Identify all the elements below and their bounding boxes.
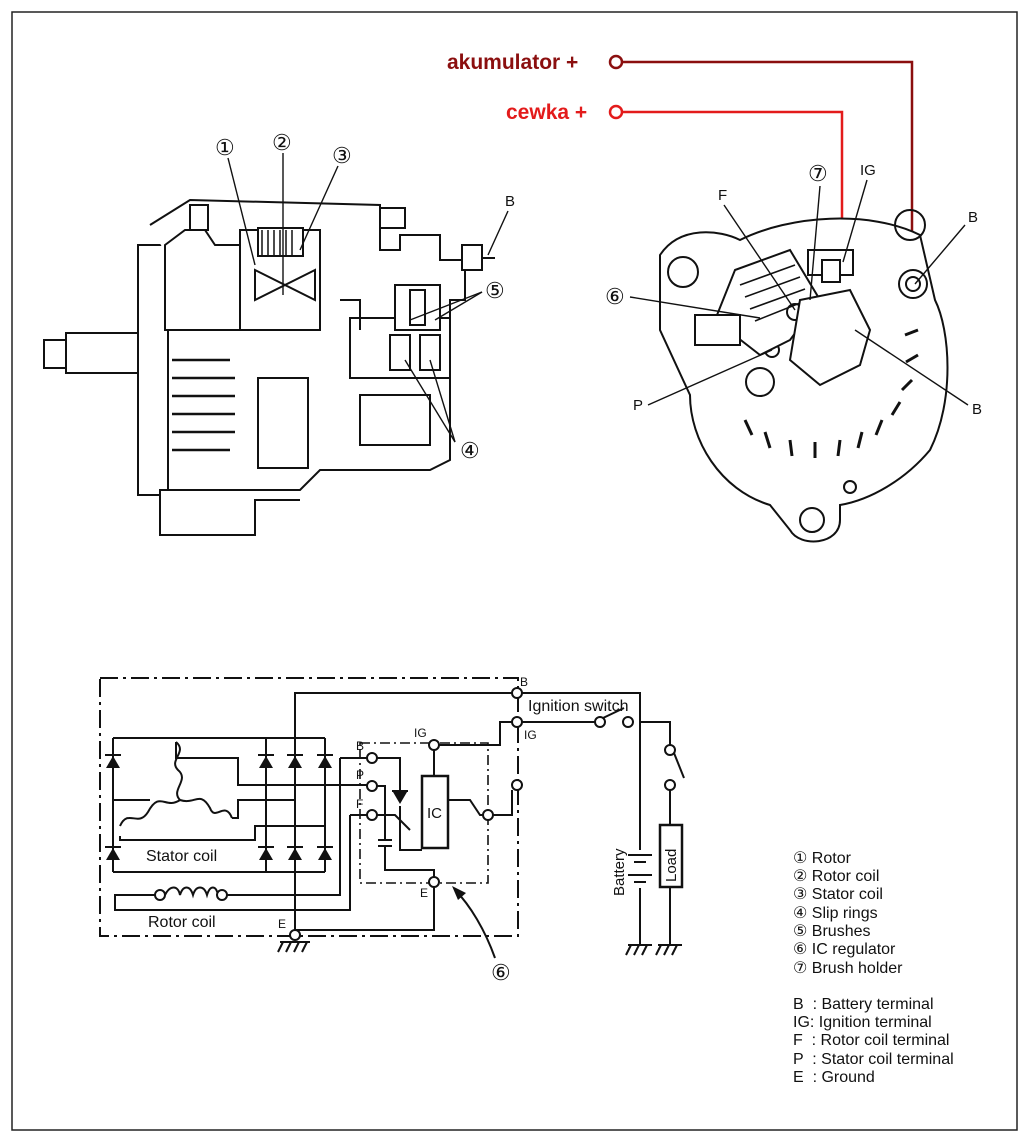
term-b-top: B	[520, 675, 528, 689]
legend-terminal: IG: Ignition terminal	[793, 1014, 932, 1031]
outer-frame	[11, 11, 1018, 1131]
rotor-coil-label: Rotor coil	[148, 914, 216, 931]
legend-part: ① Rotor	[793, 850, 852, 867]
regulator-callout: ⑥	[491, 960, 511, 985]
callout-7: ⑦	[808, 161, 828, 186]
callout-6: ⑥	[605, 284, 625, 309]
term-e: E	[420, 886, 428, 900]
callout-4: ④	[460, 438, 480, 463]
legend-terminal: B : Battery terminal	[793, 996, 934, 1013]
battery-label: Battery	[611, 848, 628, 896]
callout-1: ①	[215, 135, 235, 160]
battery-wire: akumulator +	[447, 51, 914, 282]
ic-label: IC	[427, 805, 442, 822]
rear-view-callouts: ⑦ ⑥ F IG B B P	[605, 161, 982, 418]
legend-part: ⑥ IC regulator	[793, 941, 896, 958]
legend-terminal: E : Ground	[793, 1069, 875, 1086]
alternator-side-view	[43, 198, 495, 536]
alternator-rear-view	[659, 209, 949, 543]
legend-part: ⑤ Brushes	[793, 923, 870, 940]
term-f: F	[356, 797, 363, 811]
legend: ① Rotor ② Rotor coil ③ Stator coil ④ Sli…	[793, 850, 954, 1086]
rear-label-b-bottom: B	[972, 401, 982, 418]
ignition-switch-label: Ignition switch	[528, 698, 629, 715]
rear-label-ig: IG	[860, 162, 876, 179]
legend-terminal: F : Rotor coil terminal	[793, 1032, 949, 1049]
stator-coil-label: Stator coil	[146, 848, 217, 865]
cewka-label: cewka +	[506, 101, 587, 124]
akumulator-label: akumulator +	[447, 51, 578, 74]
rear-label-f: F	[718, 187, 727, 204]
load-label: Load	[663, 849, 680, 882]
rear-label-p: P	[633, 397, 643, 414]
callout-2: ②	[272, 130, 292, 155]
callout-3: ③	[332, 143, 352, 168]
callout-5: ⑤	[485, 278, 505, 303]
rear-label-b-top: B	[968, 209, 978, 226]
term-p: P	[356, 768, 364, 782]
term-b: B	[356, 739, 364, 753]
coil-wire: cewka +	[506, 101, 844, 258]
term-e-ground: E	[278, 917, 286, 931]
schematic-labels: Ignition switch Stator coil Rotor coil I…	[146, 675, 680, 985]
legend-part: ⑦ Brush holder	[793, 960, 903, 977]
legend-part: ② Rotor coil	[793, 868, 879, 885]
term-ig-right: IG	[524, 728, 537, 742]
side-terminal-b: B	[505, 193, 515, 210]
legend-part: ③ Stator coil	[793, 886, 883, 903]
legend-part: ④ Slip rings	[793, 905, 878, 922]
legend-terminal: P : Stator coil terminal	[793, 1051, 954, 1068]
term-ig: IG	[414, 726, 427, 740]
circuit-schematic	[99, 677, 685, 959]
side-view-callouts: ① ② ③ ④ ⑤ B	[215, 130, 515, 463]
